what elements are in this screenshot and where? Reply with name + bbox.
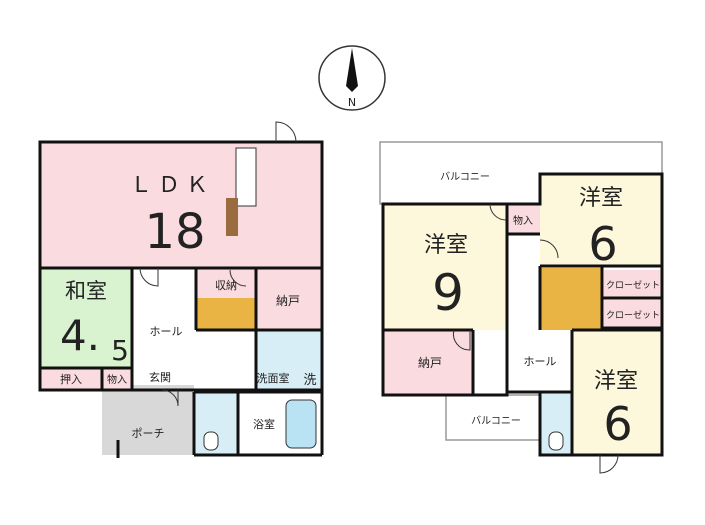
room6a-area — [540, 174, 662, 266]
stairs-2f — [540, 268, 602, 330]
north-label: N — [348, 96, 356, 109]
toilet-2f-icon — [548, 431, 564, 451]
nando-2f-area — [383, 330, 473, 395]
washitsu-size: 4. — [60, 311, 100, 360]
stairs-1f — [196, 298, 256, 330]
storage-label: 収納 — [215, 279, 237, 292]
floor-2: バルコニー 洋室 9 洋室 6 洋室 6 物入 クローゼット クローゼット 納戸… — [379, 141, 664, 474]
floor-1: ＬＤＫ 18 和室 4. 5 収納 納戸 ホール 玄関 押入 物入 ポーチ 洗面… — [38, 121, 324, 458]
oshiire-label: 押入 — [60, 372, 82, 386]
toilet-icon — [203, 431, 219, 451]
monoire-2f-area — [507, 204, 540, 234]
monoire-2f-label: 物入 — [513, 214, 533, 227]
washitsu-area — [40, 268, 132, 368]
closet2-label: クローゼット — [606, 309, 660, 321]
hall-1f-label: ホール — [150, 325, 183, 338]
nando-area — [256, 268, 322, 330]
washer-label: 洗 — [303, 373, 316, 388]
washitsu-size-decimal: 5 — [111, 334, 129, 367]
closet1-label: クローゼット — [606, 279, 660, 291]
bathtub-icon — [285, 399, 317, 449]
room6b-name: 洋室 — [594, 369, 638, 394]
kitchen-counter-icon — [226, 198, 238, 236]
north-arrow-icon — [346, 48, 358, 92]
washroom-area — [256, 330, 322, 392]
hall-2f-label: ホール — [524, 355, 557, 368]
porch-label: ポーチ — [132, 427, 165, 440]
storage-area — [196, 268, 256, 298]
closet1-area — [604, 270, 662, 298]
compass: N — [318, 45, 386, 111]
room6b-area — [572, 330, 662, 455]
balcony-bottom — [445, 394, 543, 441]
room6b-size: 6 — [603, 397, 632, 451]
room9-area — [383, 204, 507, 330]
porch-area — [102, 385, 194, 455]
bathroom-label: 浴室 — [253, 417, 275, 431]
washitsu-name: 和室 — [65, 279, 107, 303]
monoire-1f-label: 物入 — [107, 373, 127, 386]
balcony-top-label: バルコニー — [440, 171, 490, 183]
entrance-label: 玄関 — [149, 370, 171, 384]
washroom-label: 洗面室 — [257, 371, 290, 385]
ldk-area — [40, 142, 322, 268]
room6a-size: 6 — [588, 217, 617, 271]
room6a-name: 洋室 — [579, 186, 623, 211]
oshiire-area — [40, 368, 102, 390]
closet2-area — [604, 300, 662, 328]
ldk-name: ＬＤＫ — [130, 173, 214, 198]
balcony-bottom-label: バルコニー — [471, 415, 521, 427]
room9-name: 洋室 — [424, 233, 468, 258]
nando-2f-label: 納戸 — [418, 356, 442, 370]
monoire-area — [102, 368, 132, 390]
ldk-size: 18 — [144, 204, 205, 260]
nando-1f-label: 納戸 — [276, 294, 300, 308]
room9-size: 9 — [432, 264, 464, 322]
